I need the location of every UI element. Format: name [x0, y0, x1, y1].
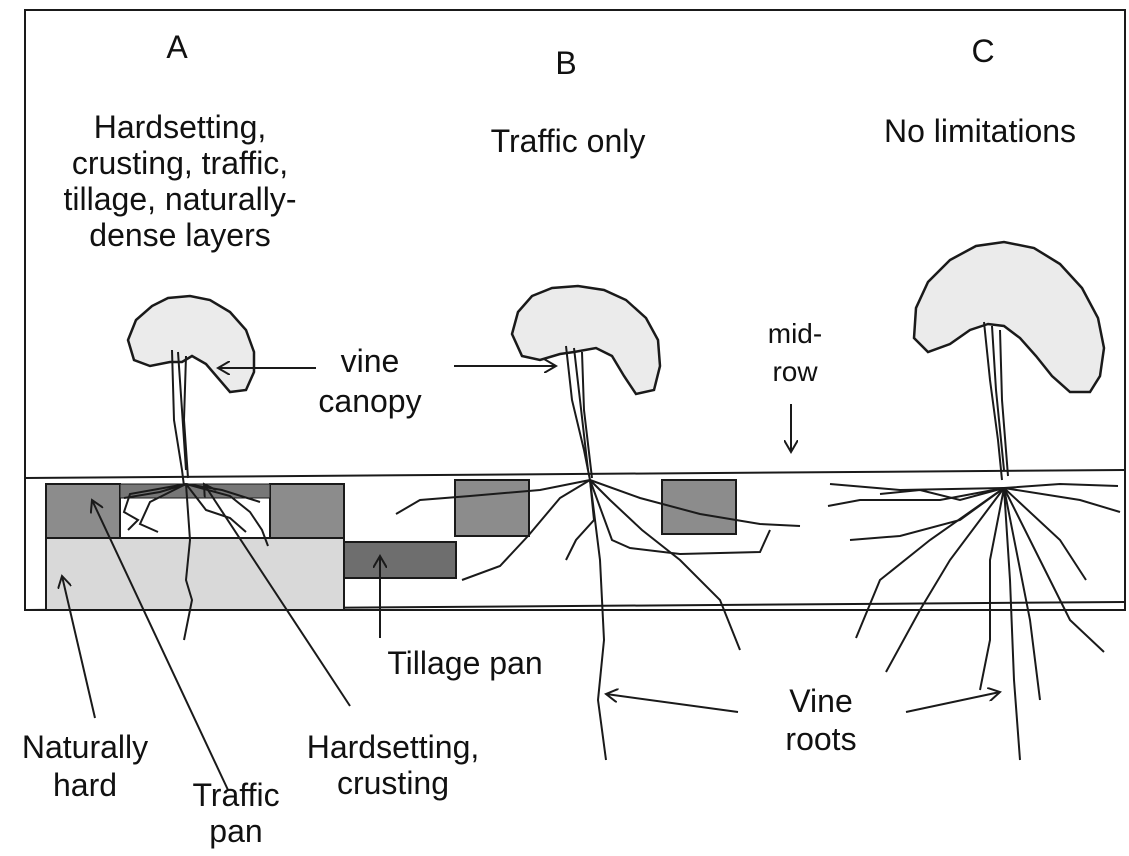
mid-row-label-line-1: mid- [755, 318, 835, 349]
vine-roots-arrow-c [906, 692, 1000, 712]
vine-trunk-b [566, 346, 592, 480]
naturally-hard-label-line-2: hard [20, 768, 150, 802]
vine-trunk-a [172, 350, 188, 486]
traffic-pan-right [270, 484, 344, 538]
hardsetting-label-line-1: Hardsetting, [288, 730, 498, 764]
vine-canopy-a [128, 296, 254, 392]
vine-canopy-label-line-2: canopy [310, 384, 430, 418]
vine-roots-label-line-1: Vine [766, 684, 876, 718]
vine-roots-arrow-b [606, 694, 738, 712]
panel-a-condition-line-4: dense layers [60, 218, 300, 252]
naturally-hard-label-line-1: Naturally [0, 730, 170, 764]
naturally-hard-layer [46, 538, 344, 610]
panel-letter-a: A [162, 30, 192, 64]
traffic-pan-label-line-2: pan [176, 814, 296, 848]
vine-canopy-c [914, 242, 1104, 392]
mid-row-label-line-2: row [755, 356, 835, 387]
vine-roots-c [828, 484, 1120, 760]
vine-roots-label-line-2: roots [766, 722, 876, 756]
tillage-pan-label: Tillage pan [365, 646, 565, 680]
panel-b-condition: Traffic only [458, 124, 678, 158]
hardsetting-label-line-2: crusting [318, 766, 468, 800]
traffic-pan-b-left [455, 480, 529, 536]
panel-letter-c: C [968, 34, 998, 68]
traffic-pan-label-line-1: Traffic [176, 778, 296, 812]
vine-trunk-c [984, 322, 1008, 480]
panel-c-condition: No limitations [860, 114, 1100, 148]
tillage-pan-block [344, 542, 456, 578]
vine-canopy-b [512, 286, 660, 394]
traffic-pan-left [46, 484, 120, 538]
panel-a-condition-line-2: crusting, traffic, [50, 146, 310, 180]
panel-a-condition-line-3: tillage, naturally- [40, 182, 320, 216]
vine-canopy-label-line-1: vine [320, 344, 420, 378]
panel-letter-b: B [551, 46, 581, 80]
panel-a-condition-line-1: Hardsetting, [60, 110, 300, 144]
soil-surface-line [25, 470, 1125, 478]
